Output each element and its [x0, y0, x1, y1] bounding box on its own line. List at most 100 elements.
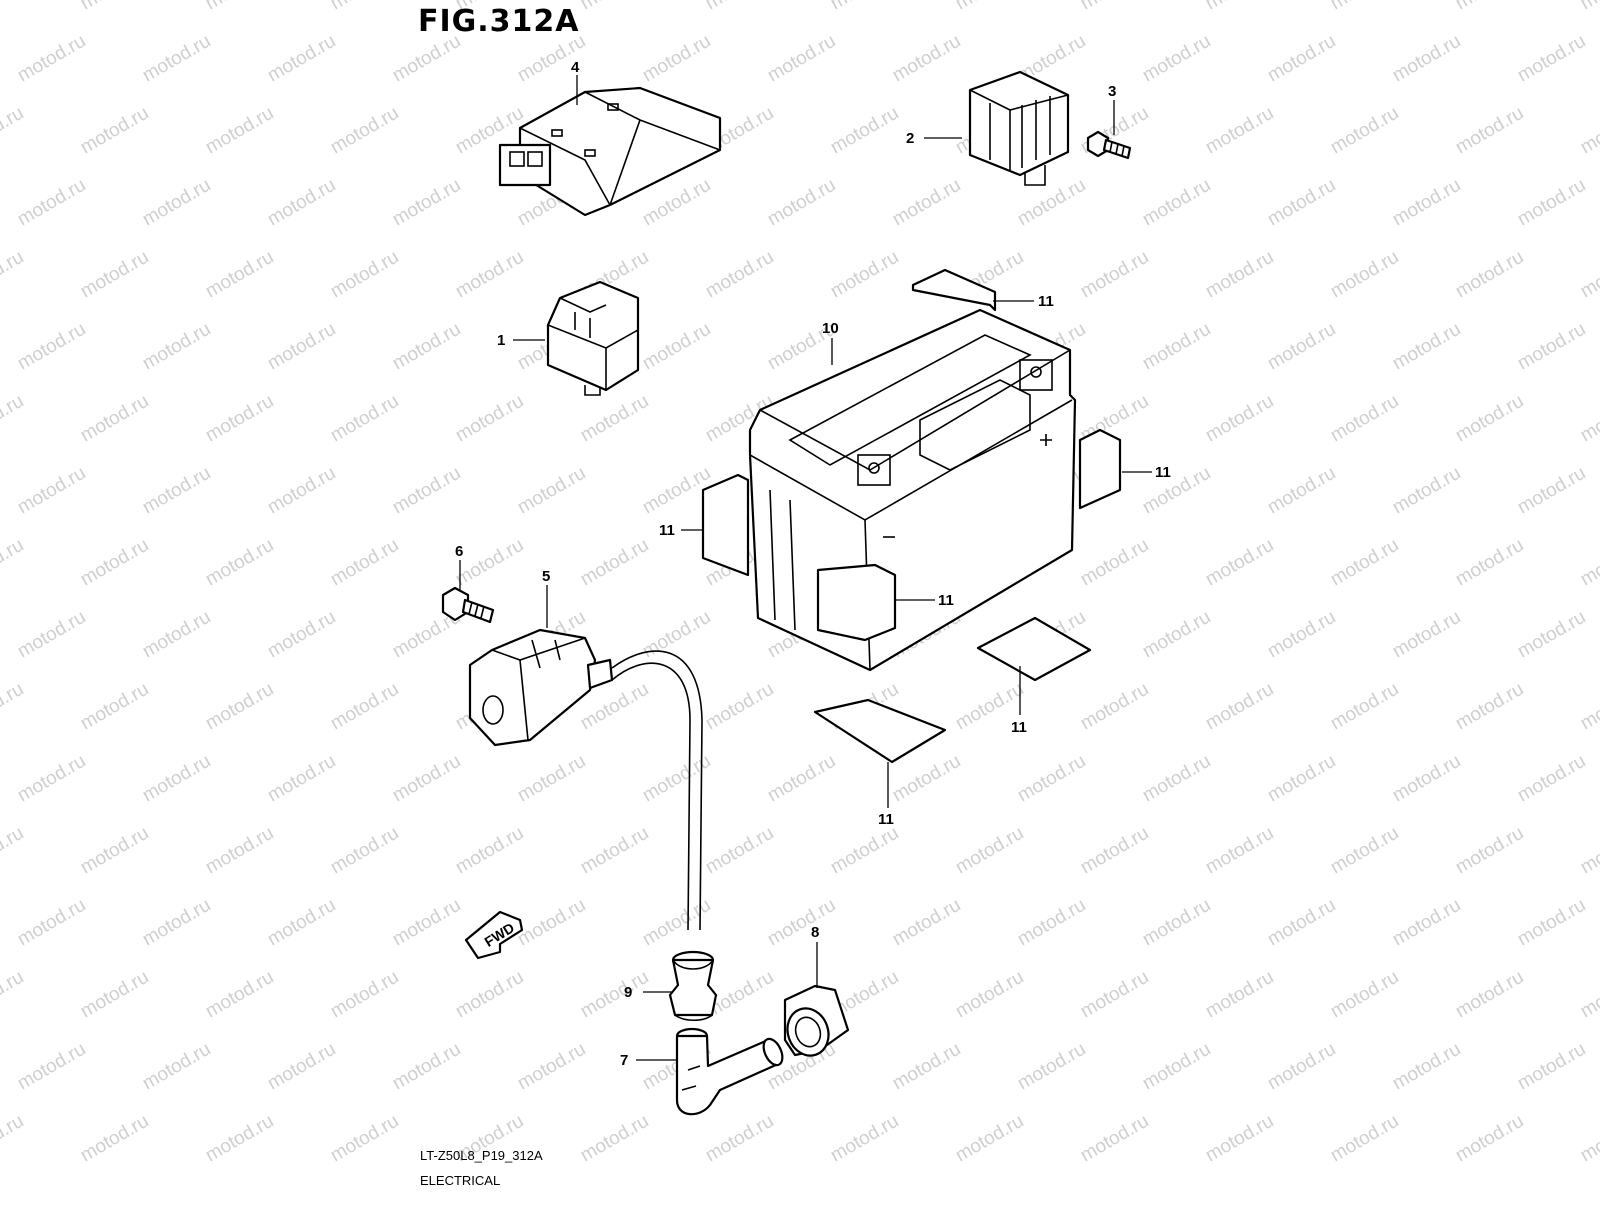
watermark-text: motod.ru: [1577, 1111, 1600, 1167]
watermark-text: motod.ru: [764, 895, 839, 951]
watermark-text: motod.ru: [1327, 679, 1402, 735]
watermark-text: motod.ru: [264, 463, 339, 519]
watermark-text: motod.ru: [514, 751, 589, 807]
watermark-text: motod.ru: [1389, 31, 1464, 87]
watermark-text: motod.ru: [952, 0, 1027, 14]
watermark-text: motod.ru: [827, 103, 902, 159]
watermark-text: motod.ru: [1389, 1039, 1464, 1095]
watermark-text: motod.ru: [327, 247, 402, 303]
watermark-text: motod.ru: [1327, 823, 1402, 879]
watermark-text: motod.ru: [1577, 103, 1600, 159]
watermark-text: motod.ru: [1139, 1039, 1214, 1095]
watermark-text: motod.ru: [1202, 1111, 1277, 1167]
watermark-text: motod.ru: [1327, 967, 1402, 1023]
callout-11-left: 11: [659, 522, 675, 539]
watermark-text: motod.ru: [1139, 895, 1214, 951]
callout-6: 6: [455, 543, 463, 560]
watermark-text: motod.ru: [1514, 175, 1589, 231]
figure-title: FIG.312A: [418, 4, 580, 39]
callout-11-top: 11: [1038, 293, 1054, 310]
part-5-sensor[interactable]: [468, 628, 703, 931]
watermark-text: motod.ru: [1264, 895, 1339, 951]
watermark-text: motod.ru: [139, 751, 214, 807]
watermark-text: motod.ru: [202, 247, 277, 303]
watermark-text: motod.ru: [1077, 0, 1152, 14]
watermark-text: motod.ru: [1202, 823, 1277, 879]
part-4-control-unit[interactable]: [498, 86, 722, 217]
watermark-text: motod.ru: [1139, 319, 1214, 375]
part-10-battery[interactable]: [748, 308, 1077, 672]
watermark-text: motod.ru: [577, 1111, 652, 1167]
watermark-text: motod.ru: [1327, 535, 1402, 591]
watermark-text: motod.ru: [139, 1039, 214, 1095]
watermark-text: motod.ru: [139, 31, 214, 87]
watermark-text: motod.ru: [1077, 247, 1152, 303]
watermark-text: motod.ru: [1202, 103, 1277, 159]
callout-1: 1: [497, 332, 505, 349]
figure-code: LT-Z50L8_P19_312A: [420, 1148, 543, 1163]
watermark-text: motod.ru: [1077, 679, 1152, 735]
watermark-text: motod.ru: [639, 607, 714, 663]
watermark-text: motod.ru: [827, 247, 902, 303]
callout-5: 5: [542, 568, 550, 585]
watermark-text: motod.ru: [14, 1039, 89, 1095]
part-11-pads[interactable]: [701, 268, 1122, 764]
callout-8: 8: [811, 924, 819, 941]
watermark-text: motod.ru: [327, 679, 402, 735]
watermark-text: motod.ru: [0, 103, 27, 159]
watermark-text: motod.ru: [577, 967, 652, 1023]
watermark-text: motod.ru: [452, 247, 527, 303]
watermark-text: motod.ru: [889, 1039, 964, 1095]
part-3-bolt[interactable]: [1086, 130, 1132, 160]
callout-11-bottom: 11: [878, 811, 894, 828]
watermark-text: motod.ru: [14, 319, 89, 375]
watermark-text: motod.ru: [77, 0, 152, 14]
watermark-text: motod.ru: [0, 1111, 27, 1167]
part-6-bolt[interactable]: [441, 586, 495, 624]
watermark-text: motod.ru: [1264, 175, 1339, 231]
watermark-text: motod.ru: [1202, 535, 1277, 591]
watermark-text: motod.ru: [14, 895, 89, 951]
watermark-text: motod.ru: [889, 895, 964, 951]
watermark-text: motod.ru: [1514, 751, 1589, 807]
watermark-text: motod.ru: [327, 535, 402, 591]
watermark-text: motod.ru: [1264, 319, 1339, 375]
watermark-text: motod.ru: [889, 175, 964, 231]
callout-9: 9: [624, 984, 632, 1001]
watermark-text: motod.ru: [952, 823, 1027, 879]
part-2-regulator[interactable]: [968, 70, 1070, 186]
watermark-text: motod.ru: [1452, 535, 1527, 591]
watermark-text: motod.ru: [1327, 103, 1402, 159]
watermark-text: motod.ru: [1077, 1111, 1152, 1167]
watermark-text: motod.ru: [0, 535, 27, 591]
watermark-text: motod.ru: [1577, 0, 1600, 14]
part-9-grommet[interactable]: [668, 950, 718, 1022]
watermark-text: motod.ru: [1077, 535, 1152, 591]
watermark-text: motod.ru: [514, 895, 589, 951]
watermark-text: motod.ru: [1264, 31, 1339, 87]
watermark-text: motod.ru: [389, 175, 464, 231]
callout-4: 4: [571, 59, 580, 76]
watermark-text: motod.ru: [452, 823, 527, 879]
part-8-cap[interactable]: [781, 984, 850, 1061]
watermark-text: motod.ru: [1452, 679, 1527, 735]
watermark-text: motod.ru: [264, 607, 339, 663]
watermark-text: motod.ru: [1202, 0, 1277, 14]
part-7-hose[interactable]: [675, 1027, 786, 1116]
watermark-text: motod.ru: [139, 319, 214, 375]
watermark-text: motod.ru: [1264, 607, 1339, 663]
watermark-text: motod.ru: [202, 391, 277, 447]
watermark-text: motod.ru: [0, 391, 27, 447]
watermark-text: motod.ru: [1389, 607, 1464, 663]
watermark-text: motod.ru: [1077, 823, 1152, 879]
watermark-text: motod.ru: [264, 1039, 339, 1095]
watermark-text: motod.ru: [77, 247, 152, 303]
watermark-text: motod.ru: [452, 967, 527, 1023]
callouts: 4 2 3 1 10 11 11 11 11 11 11 6 5 8 9 7: [455, 59, 1171, 1069]
part-1-relay[interactable]: [546, 280, 640, 396]
watermark-text: motod.ru: [1389, 895, 1464, 951]
watermark-text: motod.ru: [1514, 31, 1589, 87]
watermark-text: motod.ru: [952, 1111, 1027, 1167]
callout-10: 10: [822, 320, 839, 337]
